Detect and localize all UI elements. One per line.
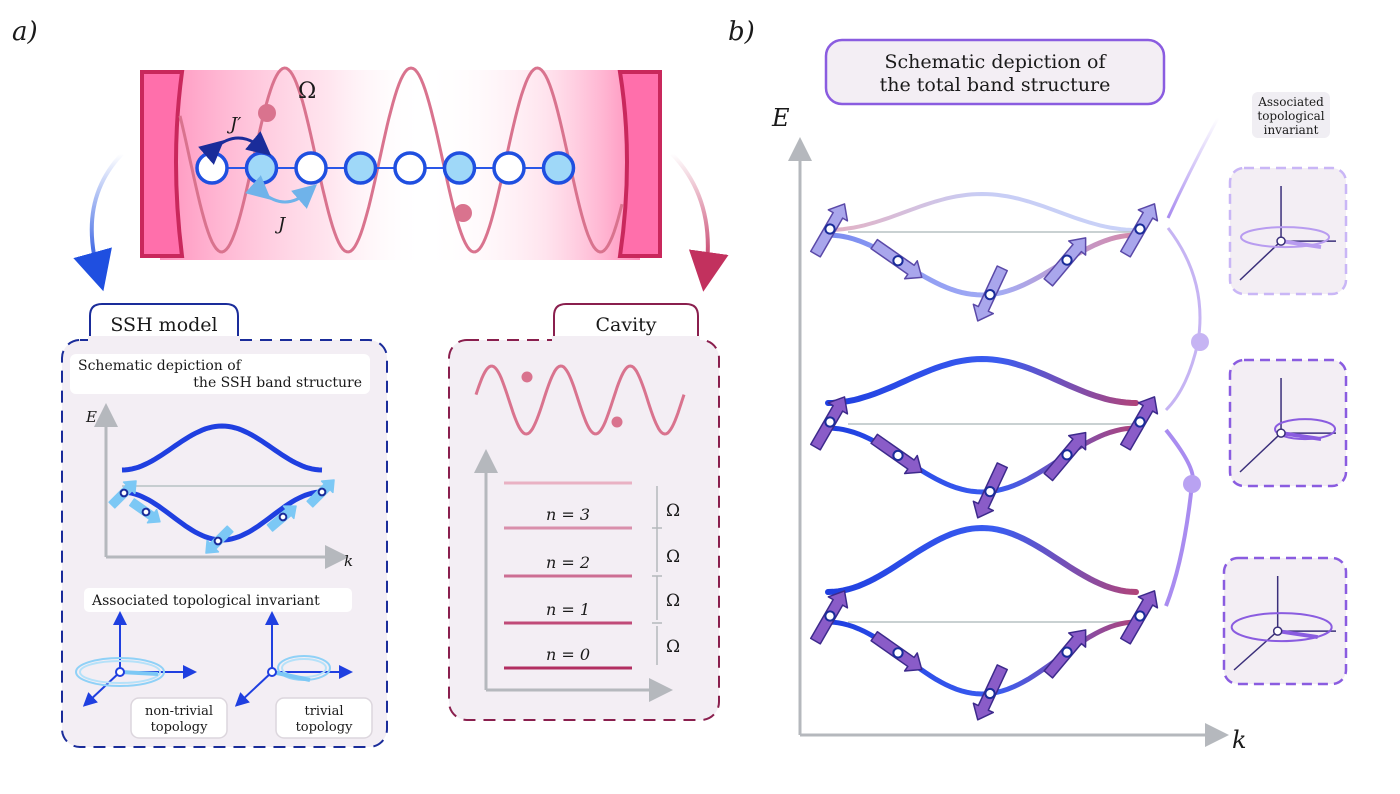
- cavity-tab-label: Cavity: [595, 314, 656, 336]
- level-n1: n = 1: [546, 600, 590, 619]
- connector-arc-low: [1164, 428, 1195, 607]
- ssh-band-title-1: Schematic depiction of: [78, 358, 243, 374]
- trivial-label-1: trivial: [304, 704, 343, 719]
- total-spin-arrow: [809, 203, 849, 258]
- total-axis-e-label: E: [771, 104, 790, 132]
- ssh-spin-arrow: [108, 480, 137, 509]
- right-mirror: [617, 70, 662, 258]
- ssh-axis-k-label: k: [344, 552, 353, 570]
- total-spin-arrow: [1043, 237, 1087, 287]
- panel-b-title-1: Schematic depiction of: [884, 51, 1107, 73]
- total-spin-arrow: [1119, 396, 1159, 451]
- j-prime-label: J′: [226, 114, 241, 135]
- cavity-box: Cavity n = 3 n = 2 n = 1 n = 0 Ω Ω Ω Ω: [448, 303, 720, 721]
- total-spin-arrow: [1043, 629, 1087, 679]
- nontrivial-invariant-plot: [75, 611, 197, 707]
- arrow-to-cavity: [670, 152, 729, 292]
- connector-dot-2: [1183, 475, 1201, 493]
- total-spin-arrow: [1119, 203, 1159, 258]
- photon-dot-2: [454, 204, 472, 222]
- ssh-upper-band: [121, 423, 323, 473]
- hopping-j-prime-arrow: [198, 131, 272, 165]
- level-n0: n = 0: [546, 645, 590, 664]
- connector-arc-mid: [1164, 227, 1202, 412]
- ssh-spin-arrow: [205, 525, 234, 554]
- chain-site: [541, 151, 576, 185]
- cavity-box-dot-2: [611, 416, 623, 428]
- ssh-model-box: SSH model Schematic depiction of the SSH…: [61, 303, 388, 748]
- ssh-band-title-2: the SSH band structure: [193, 375, 362, 391]
- panel-a-label: a): [12, 17, 38, 47]
- invariant-label-3: invariant: [1264, 123, 1319, 137]
- invariant-box: [1222, 556, 1348, 686]
- omega-label: Ω: [298, 79, 316, 104]
- ssh-axis-e-label: E: [85, 408, 97, 426]
- chain-site: [442, 151, 477, 185]
- total-upper-band: [825, 355, 1139, 406]
- total-lower-band: [825, 619, 1139, 697]
- panel-b-label: b): [728, 17, 755, 47]
- total-spin-arrow: [870, 238, 923, 280]
- ssh-tab-label: SSH model: [110, 314, 217, 336]
- total-bands: [809, 191, 1159, 721]
- cavity-box-dot-1: [521, 371, 533, 383]
- invariant-label-box: [1252, 92, 1330, 138]
- invariant-title: Associated topological invariant: [91, 593, 320, 609]
- invariant-label-1: Associated: [1257, 95, 1324, 109]
- level-n3: n = 3: [546, 505, 590, 524]
- left-mirror: [140, 70, 185, 258]
- chain-site: [343, 151, 378, 185]
- trivial-invariant-plot: [234, 611, 353, 707]
- level-n2: n = 2: [546, 553, 590, 572]
- spacing-arrows: [652, 486, 662, 665]
- chain-site: [195, 151, 229, 185]
- total-spin-arrow: [972, 265, 1008, 322]
- ssh-spin-arrow: [129, 498, 161, 524]
- ssh-spin-arrow: [266, 505, 297, 532]
- chain-site: [393, 151, 427, 185]
- total-spin-arrow: [1043, 431, 1087, 482]
- nontrivial-label-2: topology: [151, 720, 209, 735]
- total-spin-arrow: [972, 664, 1008, 721]
- total-spin-arrow: [870, 630, 923, 672]
- connector-dot-1: [1191, 333, 1209, 351]
- chain-site: [492, 151, 526, 185]
- cavity-box-wave: [474, 364, 686, 436]
- total-axis-k-label: k: [1232, 726, 1247, 754]
- invariant-box: [1228, 166, 1348, 296]
- spacing-omega-2: Ω: [666, 547, 680, 567]
- chain-site: [244, 151, 279, 185]
- ssh-spin-arrow: [306, 479, 335, 508]
- arrow-to-ssh: [73, 152, 124, 292]
- ssh-spins: [108, 479, 335, 554]
- total-spin-arrow: [972, 462, 1008, 519]
- j-label: J: [274, 214, 287, 235]
- total-upper-band: [825, 524, 1139, 595]
- spacing-omega-1: Ω: [666, 501, 680, 521]
- invariant-label-2: topological: [1257, 109, 1324, 123]
- total-spin-arrow: [809, 396, 849, 451]
- total-spin-arrow: [870, 433, 923, 475]
- panel-b-title-box: [824, 38, 1166, 106]
- hopping-j-arrow: [245, 175, 318, 209]
- spacing-omega-3: Ω: [666, 591, 680, 611]
- photon-dot-1: [258, 104, 276, 122]
- total-spin-arrow: [1119, 590, 1159, 645]
- total-upper-band: [826, 191, 1138, 232]
- trivial-label-2: topology: [296, 720, 354, 735]
- chain-site: [294, 151, 328, 185]
- nontrivial-label-1: non-trivial: [145, 704, 213, 719]
- panel-b-title-2: the total band structure: [880, 74, 1111, 96]
- invariant-box: [1228, 358, 1348, 488]
- connector-arc-top: [1166, 117, 1220, 219]
- invariant-boxes: [1222, 166, 1348, 686]
- spacing-omega-4: Ω: [666, 637, 680, 657]
- total-spin-arrow: [809, 590, 849, 645]
